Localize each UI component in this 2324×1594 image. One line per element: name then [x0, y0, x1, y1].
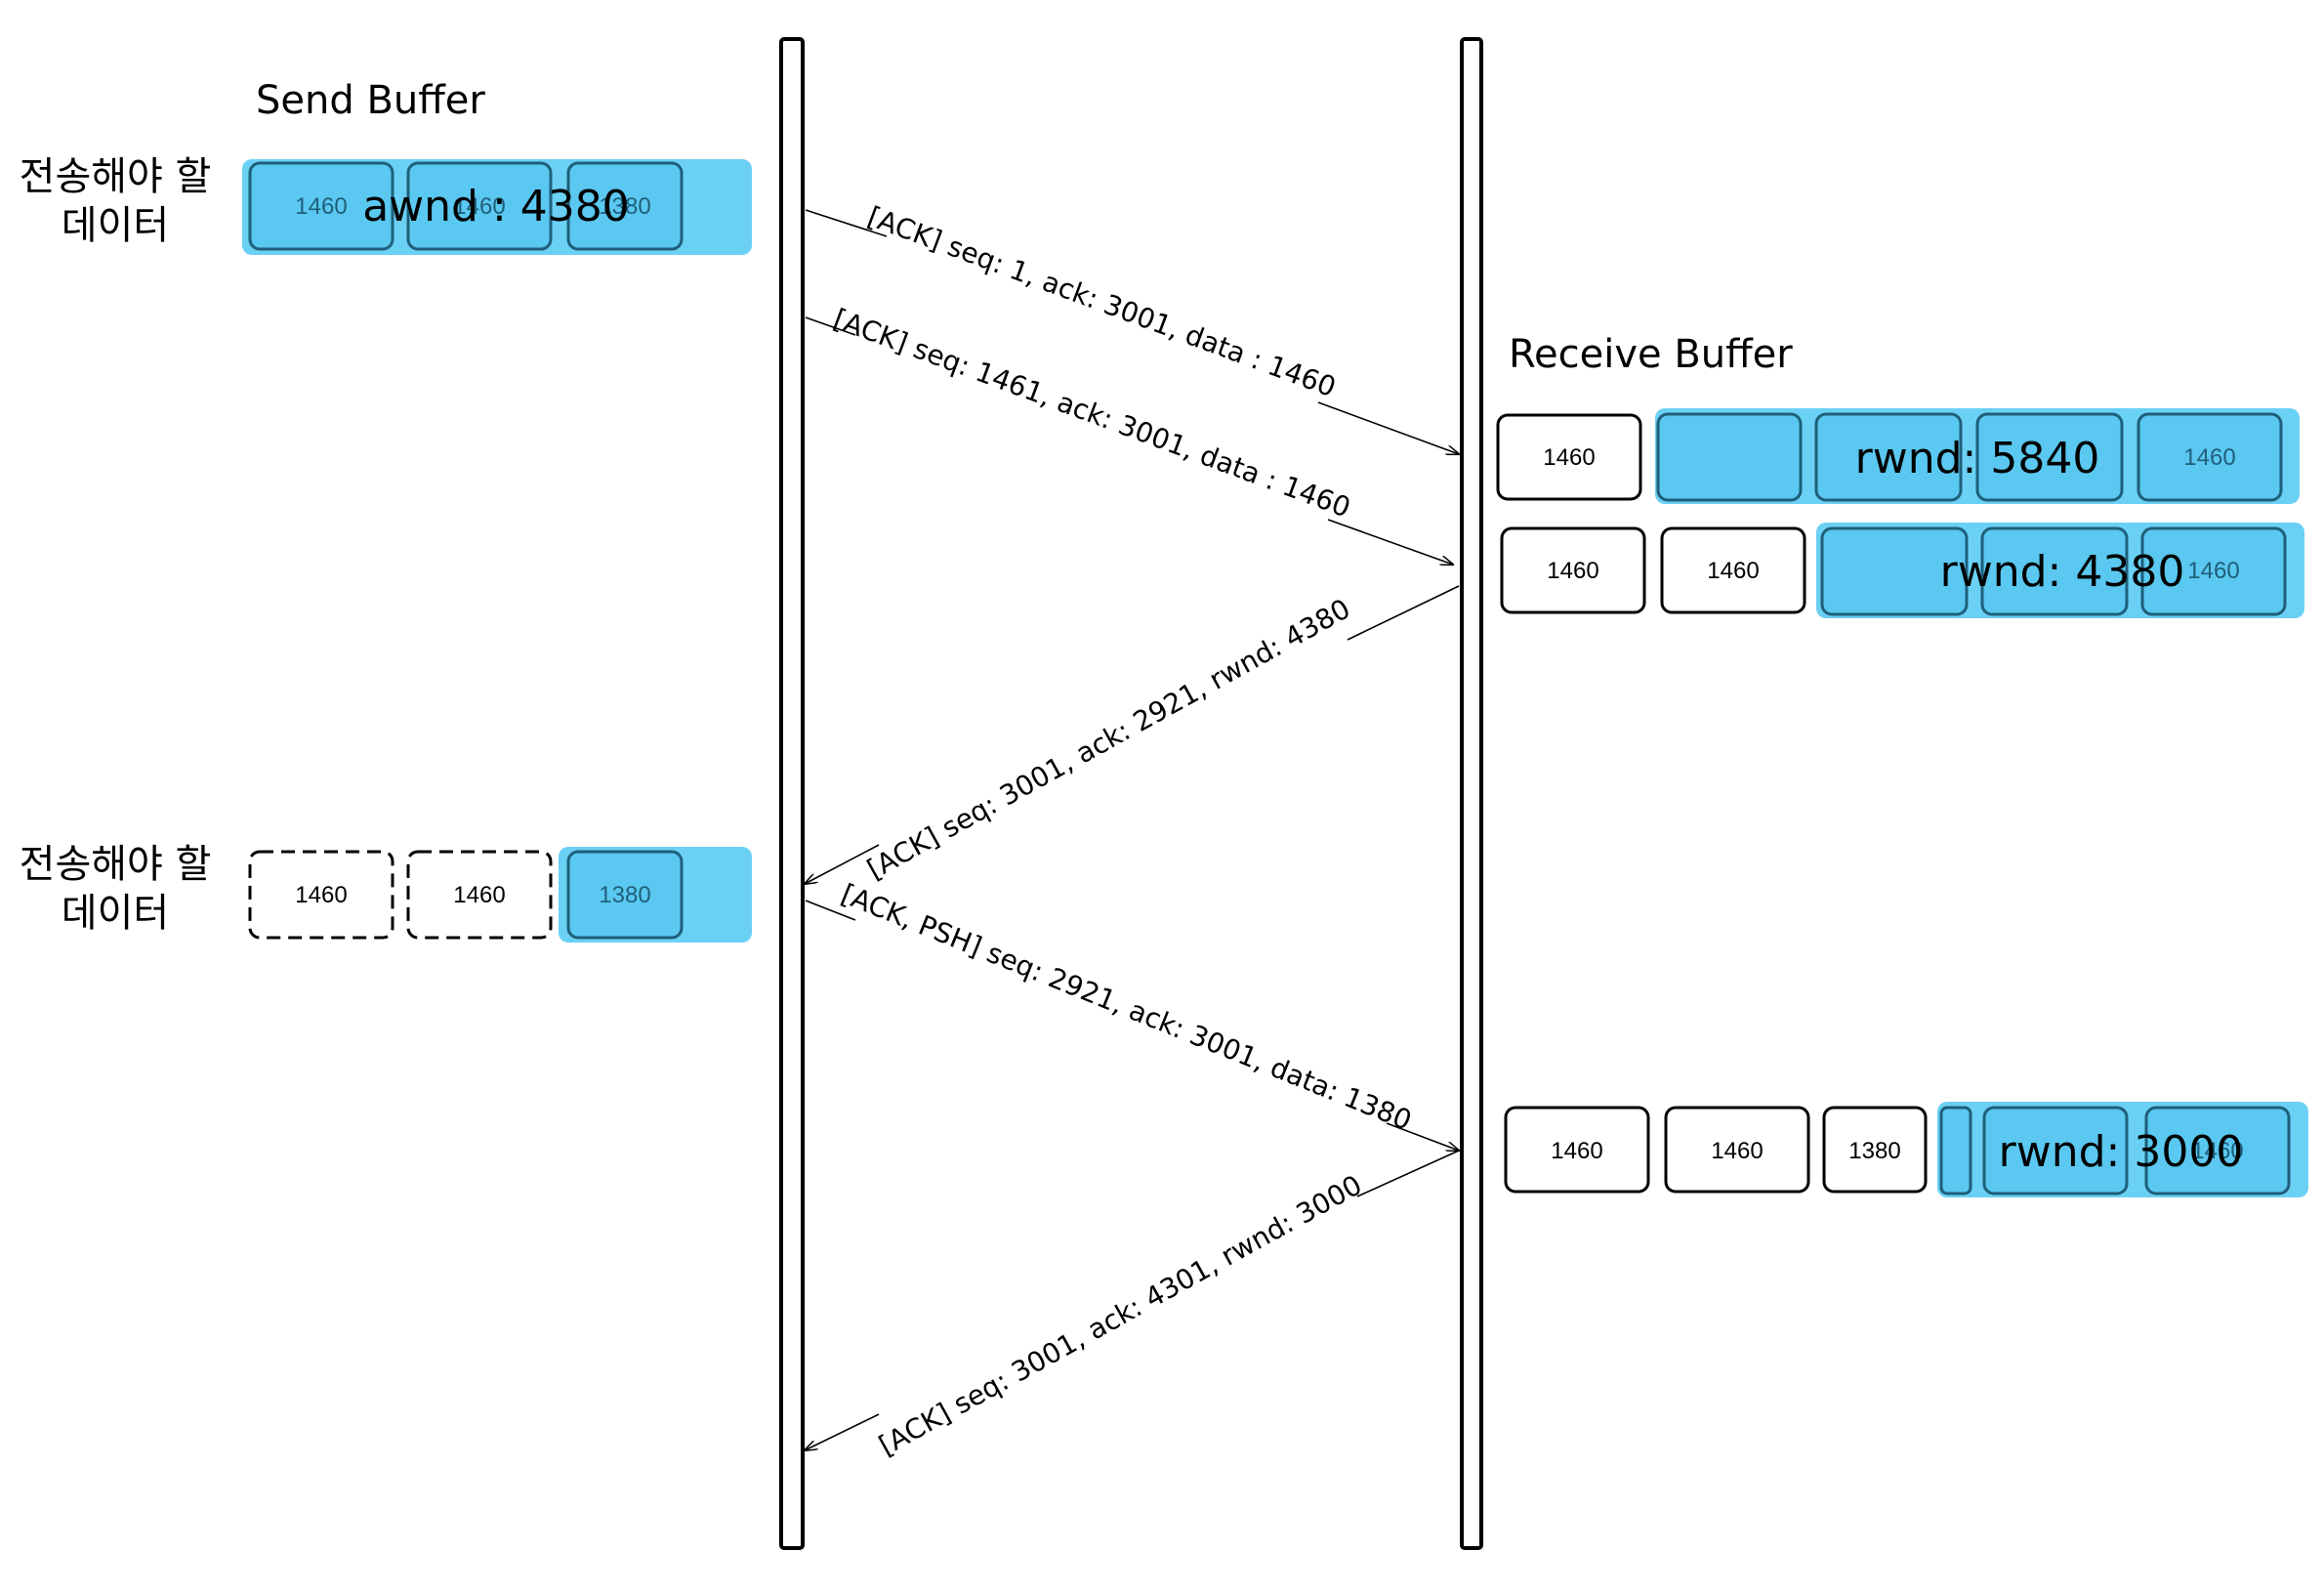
message-1-label: [ACK] seq: 1, ack: 3001, data : 1460	[863, 200, 1340, 403]
send-row1-segment-label: 1380	[599, 193, 650, 220]
recv-row1-free-slot	[1656, 412, 1803, 502]
send-row1-segment-label: 1460	[453, 193, 505, 220]
recv-row2-segment-label: 1460	[2187, 558, 2239, 584]
receiver-lifeline	[1460, 37, 1483, 1550]
recv-row3-received-segment	[1664, 1106, 1810, 1194]
send-row1-segment	[248, 161, 394, 251]
recv-row1-free-slot	[2137, 412, 2283, 502]
recv-row2-free-slot	[2140, 526, 2287, 616]
send-row2-segment-label: 1460	[295, 882, 347, 908]
send-row2-segment	[566, 850, 684, 940]
message-1-arrow-start	[805, 209, 888, 237]
recv-row2-segment-label: 1460	[1707, 558, 1759, 584]
send-row1-segment	[566, 161, 684, 251]
send-row2-sent-segment	[406, 850, 553, 940]
recv-row1-segment-label: 1460	[1543, 444, 1595, 471]
recv-row3-window-label: rwnd: 3000	[1999, 1127, 2244, 1177]
send-row1-label-line1: 전송해야 할	[20, 154, 212, 199]
recv-row2-received-segment	[1500, 526, 1646, 614]
recv-row3-received-segment	[1504, 1106, 1650, 1194]
message-2-label: [ACK] seq: 1461, ack: 3001, data : 1460	[829, 303, 1354, 524]
message-5-arrow	[805, 1413, 880, 1450]
recv-row3-received-segment	[1822, 1106, 1928, 1194]
send-row2-segment-label: 1380	[599, 882, 650, 908]
recv-row1-free-slot	[1814, 412, 1963, 502]
send-row2-label-line1: 전송해야 할	[20, 842, 212, 887]
send-row2-sent-segment	[248, 850, 394, 940]
send-row2-label-line2: 데이터	[62, 891, 169, 936]
message-1-arrow	[1317, 401, 1459, 454]
send-row1-label-line2: 데이터	[62, 203, 169, 248]
message-2-arrow	[1327, 519, 1453, 565]
recv-row3-free-slot	[1982, 1106, 2129, 1196]
receive-buffer-title: Receive Buffer	[1509, 332, 1793, 377]
recv-row1-segment-label: 1460	[2183, 444, 2235, 471]
recv-row3-segment-label: 1460	[1711, 1138, 1763, 1164]
recv-row2-received-segment	[1660, 526, 1806, 614]
send-row1-segment-label: 1460	[295, 193, 347, 220]
message-3-arrow-start	[1347, 585, 1460, 641]
recv-row2-free-slot	[1820, 526, 1969, 616]
message-4-arrow-start	[805, 900, 856, 921]
send-row1-segment	[406, 161, 553, 251]
message-5-arrow-start	[1356, 1150, 1460, 1197]
message-4-arrow	[1386, 1122, 1459, 1151]
recv-row3-segment-label: 1380	[1848, 1138, 1900, 1164]
recv-row1-window-label: rwnd: 5840	[1855, 434, 2100, 483]
message-4-label: [ACK, PSH] seq: 2921, ack: 3001, data: 1…	[837, 878, 1416, 1137]
recv-row2-segment-label: 1460	[1547, 558, 1598, 584]
recv-row1-free-slot	[1975, 412, 2124, 502]
message-5-label: [ACK] seq: 3001, ack: 4301, rwnd: 3000	[874, 1169, 1368, 1462]
recv-row3-segment-label: 1460	[2191, 1138, 2243, 1164]
recv-row3-free-slot	[1939, 1106, 1972, 1196]
recv-row2-free-slot	[1980, 526, 2129, 616]
message-3-arrow	[805, 844, 880, 884]
send-window-label: awnd : 4380	[362, 182, 630, 231]
send-row2-segment-label: 1460	[453, 882, 505, 908]
recv-row3-free-slot	[2144, 1106, 2291, 1196]
send-buffer-title: Send Buffer	[256, 78, 485, 123]
recv-row1-received-segment	[1496, 413, 1642, 501]
recv-row2-window-label: rwnd: 4380	[1940, 547, 2185, 597]
recv-row3-segment-label: 1460	[1551, 1138, 1602, 1164]
sender-lifeline	[779, 37, 805, 1550]
message-3-label: [ACK] seq: 3001, ack: 2921, rwnd: 4380	[862, 593, 1356, 886]
message-2-arrow-start	[805, 316, 856, 336]
